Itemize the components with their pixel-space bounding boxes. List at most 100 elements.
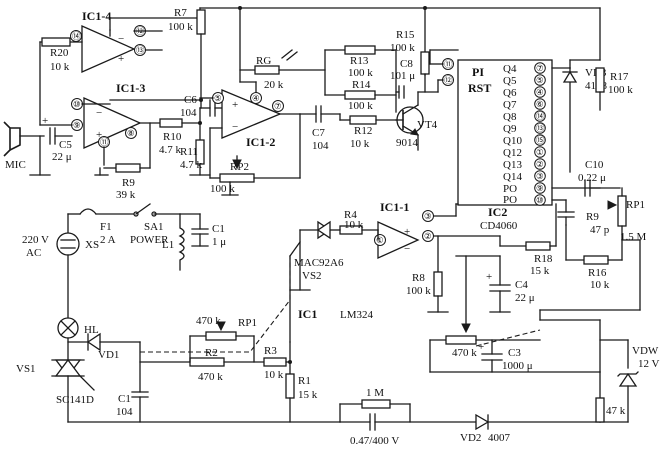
svg-text:VS1: VS1 bbox=[16, 363, 36, 375]
svg-text:+: + bbox=[404, 226, 410, 238]
svg-text:RST: RST bbox=[468, 81, 491, 95]
svg-text:⑤: ⑤ bbox=[536, 75, 544, 85]
svg-text:39 k: 39 k bbox=[116, 189, 136, 201]
svg-text:4.7 k: 4.7 k bbox=[180, 159, 203, 171]
resistor-r14 bbox=[344, 90, 376, 100]
svg-text:1.5 M: 1.5 M bbox=[620, 231, 647, 243]
resistor-r13 bbox=[344, 45, 376, 55]
svg-text:104: 104 bbox=[180, 107, 197, 119]
fuse-f1 bbox=[79, 208, 97, 215]
svg-text:R4: R4 bbox=[344, 209, 357, 221]
opamp-ic1-2 bbox=[221, 89, 282, 139]
svg-text:④: ④ bbox=[252, 93, 260, 103]
svg-text:VDW: VDW bbox=[632, 345, 659, 357]
svg-text:100 k: 100 k bbox=[348, 67, 373, 79]
svg-text:LM324: LM324 bbox=[340, 309, 374, 321]
svg-text:100 k: 100 k bbox=[168, 21, 193, 33]
svg-text:SC141D: SC141D bbox=[56, 394, 94, 406]
svg-text:+: + bbox=[232, 99, 238, 111]
svg-text:101 μ: 101 μ bbox=[390, 70, 415, 82]
svg-text:PI: PI bbox=[472, 65, 484, 79]
svg-text:Q8: Q8 bbox=[503, 111, 517, 123]
svg-text:MAC92A6: MAC92A6 bbox=[294, 257, 344, 269]
svg-text:−: − bbox=[404, 243, 410, 255]
svg-text:−: − bbox=[96, 107, 102, 119]
svg-text:+: + bbox=[42, 115, 48, 127]
svg-text:R15: R15 bbox=[396, 29, 415, 41]
svg-text:PO: PO bbox=[503, 183, 517, 195]
svg-text:22 μ: 22 μ bbox=[52, 151, 72, 163]
svg-text:R3: R3 bbox=[264, 345, 277, 357]
svg-text:470 k: 470 k bbox=[196, 315, 221, 327]
diode-vd2 bbox=[475, 413, 490, 431]
svg-text:100 k: 100 k bbox=[406, 285, 431, 297]
svg-text:⑤: ⑤ bbox=[214, 93, 222, 103]
svg-text:IC1: IC1 bbox=[298, 307, 317, 321]
svg-text:R11: R11 bbox=[180, 146, 198, 158]
resistor-r10 bbox=[159, 118, 183, 128]
svg-text:⑪: ⑪ bbox=[100, 137, 109, 147]
svg-text:⑦: ⑦ bbox=[536, 63, 544, 73]
svg-text:R9: R9 bbox=[586, 211, 599, 223]
svg-text:②: ② bbox=[536, 159, 544, 169]
resistor-47k bbox=[595, 397, 605, 423]
svg-text:①: ① bbox=[376, 235, 384, 245]
resistor-r20 bbox=[41, 37, 71, 47]
svg-text:R8: R8 bbox=[412, 272, 425, 284]
svg-text:L1: L1 bbox=[162, 239, 174, 251]
svg-text:HL: HL bbox=[84, 324, 99, 336]
svg-text:−: − bbox=[118, 33, 124, 45]
resistor-r18 bbox=[525, 241, 551, 251]
svg-text:100 k: 100 k bbox=[348, 100, 373, 112]
svg-text:10 k: 10 k bbox=[344, 219, 364, 231]
svg-text:①: ① bbox=[536, 147, 544, 157]
svg-text:C3: C3 bbox=[508, 347, 521, 359]
resistor-r8 bbox=[433, 271, 443, 297]
svg-text:4.7 k: 4.7 k bbox=[159, 144, 182, 156]
svg-text:2 A: 2 A bbox=[100, 234, 116, 246]
svg-text:AC: AC bbox=[26, 247, 41, 259]
svg-text:C5: C5 bbox=[59, 139, 72, 151]
svg-text:R18: R18 bbox=[534, 253, 553, 265]
zener-vdw bbox=[618, 372, 638, 387]
svg-text:RP1: RP1 bbox=[238, 317, 257, 329]
potentiometer-rp1b bbox=[205, 331, 237, 341]
ic1-4-label: IC1-4 bbox=[82, 9, 111, 23]
svg-text:+: + bbox=[486, 271, 492, 283]
svg-text:C1: C1 bbox=[212, 223, 225, 235]
ic2-outputs: Q4 Q5 Q6 Q7 Q8 Q9 Q10 Q12 Q13 Q14 PO PO … bbox=[503, 62, 546, 206]
potentiometer-rp1 bbox=[617, 195, 627, 227]
svg-text:1 M: 1 M bbox=[366, 387, 384, 399]
svg-text:0.47/400 V: 0.47/400 V bbox=[350, 435, 399, 447]
svg-text:+: + bbox=[478, 341, 484, 353]
svg-text:10 k: 10 k bbox=[50, 61, 70, 73]
svg-text:⑩: ⑩ bbox=[536, 195, 544, 205]
potentiometer-470k bbox=[445, 335, 477, 345]
svg-text:XS: XS bbox=[85, 239, 99, 251]
svg-text:⑫: ⑫ bbox=[444, 75, 453, 85]
svg-text:F1: F1 bbox=[100, 221, 112, 233]
svg-text:Q5: Q5 bbox=[503, 75, 517, 87]
resistor-r15 bbox=[420, 51, 430, 75]
svg-text:−: − bbox=[232, 121, 238, 133]
svg-text:VS2: VS2 bbox=[302, 270, 322, 282]
svg-text:C1: C1 bbox=[118, 393, 131, 405]
resistor-r9 bbox=[115, 163, 141, 173]
svg-text:⑦: ⑦ bbox=[274, 101, 282, 111]
resistor-r16 bbox=[583, 255, 609, 265]
svg-text:R17: R17 bbox=[610, 71, 629, 83]
svg-text:Q4: Q4 bbox=[503, 63, 517, 75]
svg-text:104: 104 bbox=[116, 406, 133, 418]
svg-text:10 k: 10 k bbox=[590, 279, 610, 291]
svg-text:⑨: ⑨ bbox=[536, 183, 544, 193]
svg-text:220 V: 220 V bbox=[22, 234, 49, 246]
svg-text:Q7: Q7 bbox=[503, 99, 517, 111]
svg-text:C4: C4 bbox=[515, 279, 528, 291]
svg-text:⑪: ⑪ bbox=[444, 59, 453, 69]
svg-text:12 V: 12 V bbox=[638, 358, 660, 370]
svg-text:⑭: ⑭ bbox=[536, 111, 545, 121]
svg-text:Q12: Q12 bbox=[503, 147, 522, 159]
svg-text:20 k: 20 k bbox=[264, 79, 284, 91]
